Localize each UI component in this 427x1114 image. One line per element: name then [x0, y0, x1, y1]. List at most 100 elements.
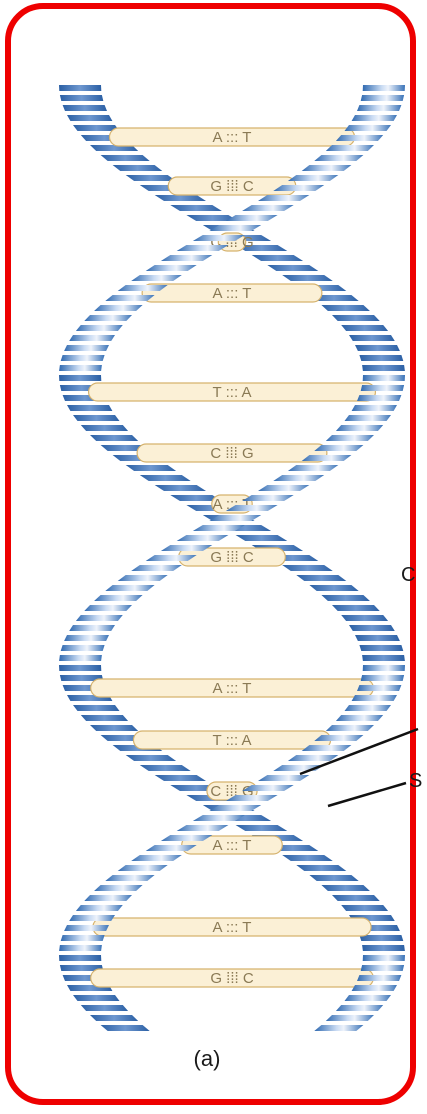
base-pair-label: G ⁞⁞⁞ C [210, 178, 254, 195]
backbone-segment-strand-1 [170, 205, 222, 211]
backbone-segment-strand-1 [357, 395, 401, 401]
backbone-segment-strand-1 [131, 565, 182, 571]
base-pair-label: T ::: A [213, 384, 252, 401]
backbone-segment-strand-2 [76, 325, 123, 331]
backbone-segment-strand-1 [362, 945, 405, 951]
base-pair-label: A ::: T [213, 680, 252, 697]
backbone-segment-strand-2 [226, 215, 278, 221]
backbone-segment-strand-2 [242, 205, 294, 211]
base-pair-label: T ::: A [213, 732, 252, 749]
backbone-segment-strand-2 [73, 415, 120, 421]
base-pair: C ⁞⁞⁞ G [137, 444, 327, 462]
backbone-segment-strand-1 [155, 195, 206, 201]
backbone-segment-strand-2 [355, 635, 400, 641]
backbone-segment-strand-2 [146, 265, 197, 271]
base-pair-label: G ⁞⁞⁞ C [210, 970, 254, 987]
base-pair: G ⁞⁞⁞ C [168, 177, 295, 195]
backbone-segment-strand-1 [352, 405, 397, 411]
backbone-segment-strand-2 [352, 115, 397, 121]
backbone-segment-strand-2 [59, 365, 102, 371]
backbone-segment-strand-2 [61, 935, 105, 941]
backbone-segment-strand-2 [357, 105, 401, 111]
backbone-segment-strand-2 [59, 945, 102, 951]
backbone-segment-strand-2 [177, 825, 229, 831]
backbone-segment-strand-1 [336, 1005, 383, 1011]
backbone-segment-strand-1 [321, 885, 370, 891]
backbone-segment-strand-1 [314, 1025, 363, 1031]
backbone-segment-strand-1 [84, 605, 132, 611]
base-pair: A ::: T [93, 918, 371, 936]
backbone-segment-strand-2 [336, 135, 383, 141]
backbone-segment-strand-2 [357, 685, 401, 691]
backbone-segment-strand-2 [61, 355, 105, 361]
backbone-segment-strand-2 [64, 925, 109, 931]
backbone-segment-strand-1 [101, 155, 150, 161]
backbone-segment-strand-1 [94, 595, 143, 601]
base-pair-label: G ⁞⁞⁞ C [210, 549, 254, 566]
backbone-segment-strand-1 [296, 865, 346, 871]
backbone-segment-strand-2 [341, 615, 388, 621]
backbone-segment-strand-2 [84, 895, 132, 901]
backbone-segment-strand-2 [118, 865, 168, 871]
backbone-segment-strand-2 [273, 185, 324, 191]
backbone-segment-strand-2 [59, 375, 101, 381]
backbone-segment-strand-2 [361, 95, 404, 101]
backbone-segment-strand-2 [64, 345, 109, 351]
backbone-segment-strand-2 [90, 435, 138, 441]
backbone-segment-strand-1 [332, 315, 380, 321]
backbone-segment-strand-2 [361, 675, 404, 681]
backbone-segment-strand-1 [63, 105, 107, 111]
backbone-segment-strand-2 [67, 405, 112, 411]
backbone-segment-strand-1 [64, 635, 109, 641]
backbone-segment-strand-1 [273, 475, 324, 481]
backbone-segment-strand-2 [76, 905, 123, 911]
backbone-segment-strand-1 [69, 625, 115, 631]
backbone-segment-strand-2 [118, 285, 168, 291]
backbone-segment-strand-2 [321, 595, 370, 601]
backbone-segment-strand-2 [161, 255, 212, 261]
backbone-segment-strand-2 [84, 315, 132, 321]
backbone-segment-strand-2 [296, 575, 346, 581]
base-pair: T ::: A [133, 731, 330, 749]
backbone-segment-strand-1 [341, 905, 388, 911]
backbone-segment-strand-2 [131, 855, 182, 861]
backbone-segment-strand-2 [140, 475, 191, 481]
backbone-segment-strand-2 [363, 85, 405, 91]
base-pair: T ::: A [89, 383, 376, 401]
backbone-segment-strand-2 [288, 175, 338, 181]
backbone-segment-strand-1 [59, 655, 102, 661]
backbone-segment-strand-1 [326, 1015, 374, 1021]
backbone-segment-strand-1 [155, 775, 206, 781]
backbone-segment-strand-2 [352, 695, 397, 701]
backbone-segment-strand-1 [345, 415, 392, 421]
base-pair: G ⁞⁞⁞ C [91, 969, 374, 987]
base-pair-label: A ::: T [213, 129, 252, 146]
backbone-segment-strand-2 [81, 425, 128, 431]
backbone-segment-strand-1 [345, 995, 392, 1001]
backbone-segment-strand-2 [105, 875, 154, 881]
backbone-segment-strand-2 [314, 735, 363, 741]
backbone-segment-strand-1 [126, 175, 176, 181]
backbone-segment-strand-1 [361, 965, 404, 971]
base-pair-label: A ::: T [213, 285, 252, 302]
callout-label-c: C [401, 564, 415, 586]
backbone-segment-strand-2 [131, 275, 182, 281]
backbone-segment-strand-2 [309, 585, 358, 591]
backbone-segment-strand-2 [302, 745, 352, 751]
base-pair: A ::: T [109, 128, 354, 146]
base-pair-label: A ::: T [213, 837, 252, 854]
backbone-segment-strand-2 [359, 645, 403, 651]
backbone-segment-strand-1 [349, 335, 395, 341]
backbone-segment-strand-1 [258, 485, 309, 491]
base-pair: A ::: T [142, 284, 322, 302]
backbone-segment-strand-1 [126, 755, 176, 761]
backbone-segment-strand-1 [321, 305, 370, 311]
backbone-segment-strand-2 [314, 155, 363, 161]
backbone-segment-strand-1 [359, 935, 403, 941]
base-pair-label: C ⁞⁞⁞ G [210, 445, 253, 462]
backbone-segment-strand-1 [81, 715, 128, 721]
backbone-segment-strand-2 [81, 1005, 128, 1011]
backbone-segment-strand-1 [236, 825, 288, 831]
backbone-segment-strand-1 [309, 875, 358, 881]
backbone-segment-strand-1 [363, 955, 405, 961]
